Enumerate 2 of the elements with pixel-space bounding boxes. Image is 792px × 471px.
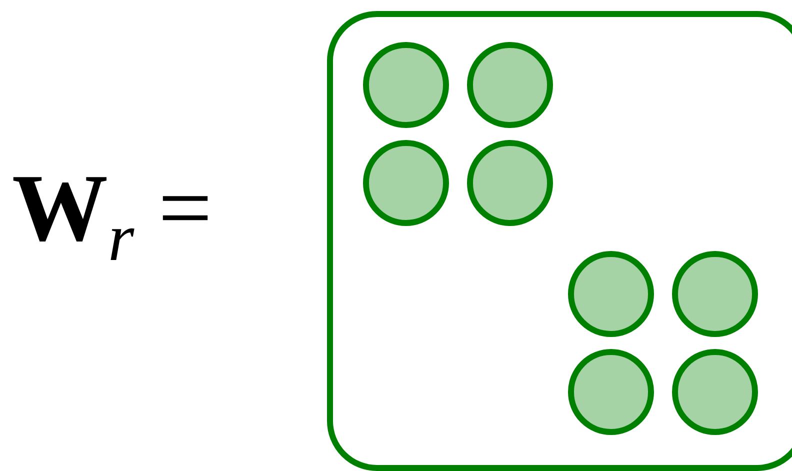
matrix-equation: W$_{r}$ = (12, 160, 212, 272)
matrix-frame (327, 11, 792, 471)
